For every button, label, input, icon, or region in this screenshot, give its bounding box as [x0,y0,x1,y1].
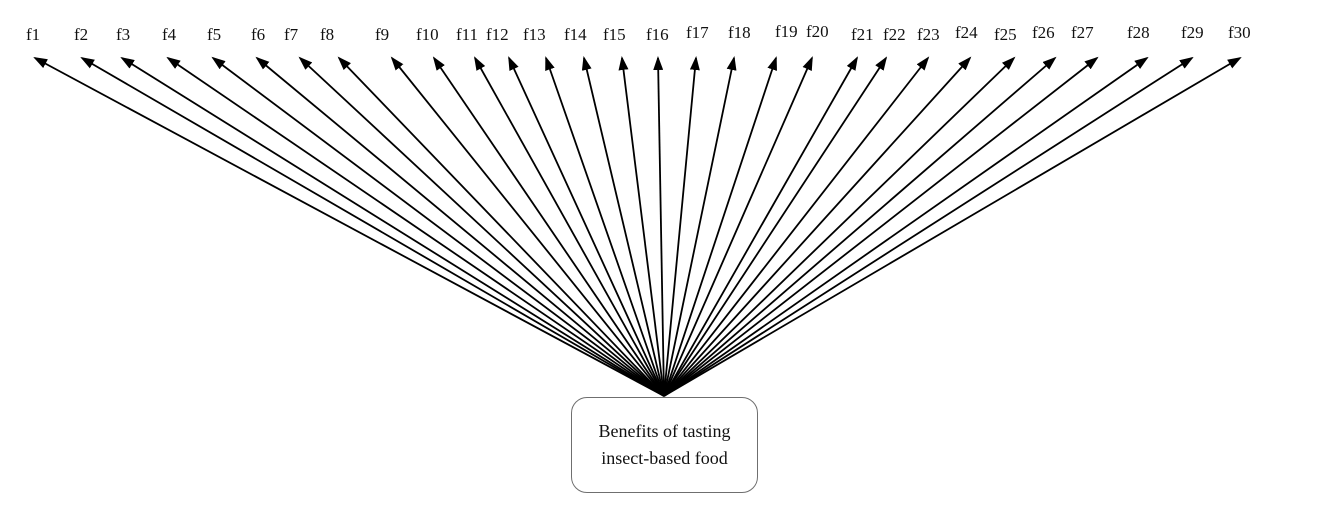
arrow-f6 [255,56,665,397]
factor-label-f19: f19 [775,22,798,41]
factor-label-f20: f20 [806,22,829,41]
factor-label-f2: f2 [74,25,88,44]
arrow-f1 [33,57,665,397]
factor-label-f28: f28 [1127,23,1150,42]
factor-label-f25: f25 [994,25,1017,44]
factor-label-f10: f10 [416,25,439,44]
arrows-group [33,56,1242,397]
factor-label-f11: f11 [456,25,478,44]
factor-label-f27: f27 [1071,23,1094,42]
arrow-f23 [663,56,930,397]
arrow-f20 [663,56,813,397]
factor-label-f24: f24 [955,23,978,42]
central-node: Benefits of tasting insect-based food [571,397,758,493]
arrow-f3 [120,56,665,397]
factor-label-f18: f18 [728,23,751,42]
arrow-f5 [211,56,665,397]
factor-label-f29: f29 [1181,23,1204,42]
arrow-f13 [545,56,665,397]
arrow-f11 [474,56,665,397]
factor-label-f6: f6 [251,25,265,44]
arrow-f14 [581,56,665,397]
central-node-line2: insect-based food [601,448,728,468]
arrow-f16 [653,56,665,397]
arrow-f17 [663,56,700,397]
factor-label-f17: f17 [686,23,709,42]
factor-label-f1: f1 [26,25,40,44]
labels-group: f1 f2 f3 f4 f5 f6 f7 f8 f9 f10 f11 f12 f13 f14 f15 f16 f… [26,22,1251,44]
arrow-f28 [663,56,1149,397]
factor-label-f15: f15 [603,25,626,44]
factor-label-f30: f30 [1228,23,1251,42]
arrow-f21 [663,56,858,397]
central-node-line1: Benefits of tasting [598,421,731,441]
factor-label-f3: f3 [116,25,130,44]
arrow-f27 [663,56,1099,397]
arrow-f7 [298,56,665,397]
arrow-f8 [337,56,665,397]
factor-label-f22: f22 [883,25,906,44]
factor-label-f9: f9 [375,25,389,44]
arrow-f18 [663,56,737,397]
arrow-f4 [166,56,665,397]
arrow-f25 [663,56,1016,397]
arrow-f10 [432,56,665,397]
arrow-f30 [663,56,1242,397]
factor-label-f13: f13 [523,25,546,44]
factor-label-f5: f5 [207,25,221,44]
factor-label-f8: f8 [320,25,334,44]
arrow-f9 [390,56,665,397]
factor-label-f16: f16 [646,25,669,44]
arrow-f22 [663,56,888,397]
factor-label-f14: f14 [564,25,587,44]
factor-label-f23: f23 [917,25,940,44]
arrow-f15 [618,56,665,397]
arrow-f2 [80,56,665,397]
factor-label-f7: f7 [284,25,299,44]
arrow-f26 [663,56,1057,397]
arrow-f12 [508,56,665,397]
factor-label-f12: f12 [486,25,509,44]
arrow-f24 [663,56,972,397]
factor-label-f26: f26 [1032,23,1055,42]
factor-label-f4: f4 [162,25,177,44]
factor-label-f21: f21 [851,25,874,44]
arrow-f29 [663,56,1194,397]
arrow-f19 [663,56,777,397]
